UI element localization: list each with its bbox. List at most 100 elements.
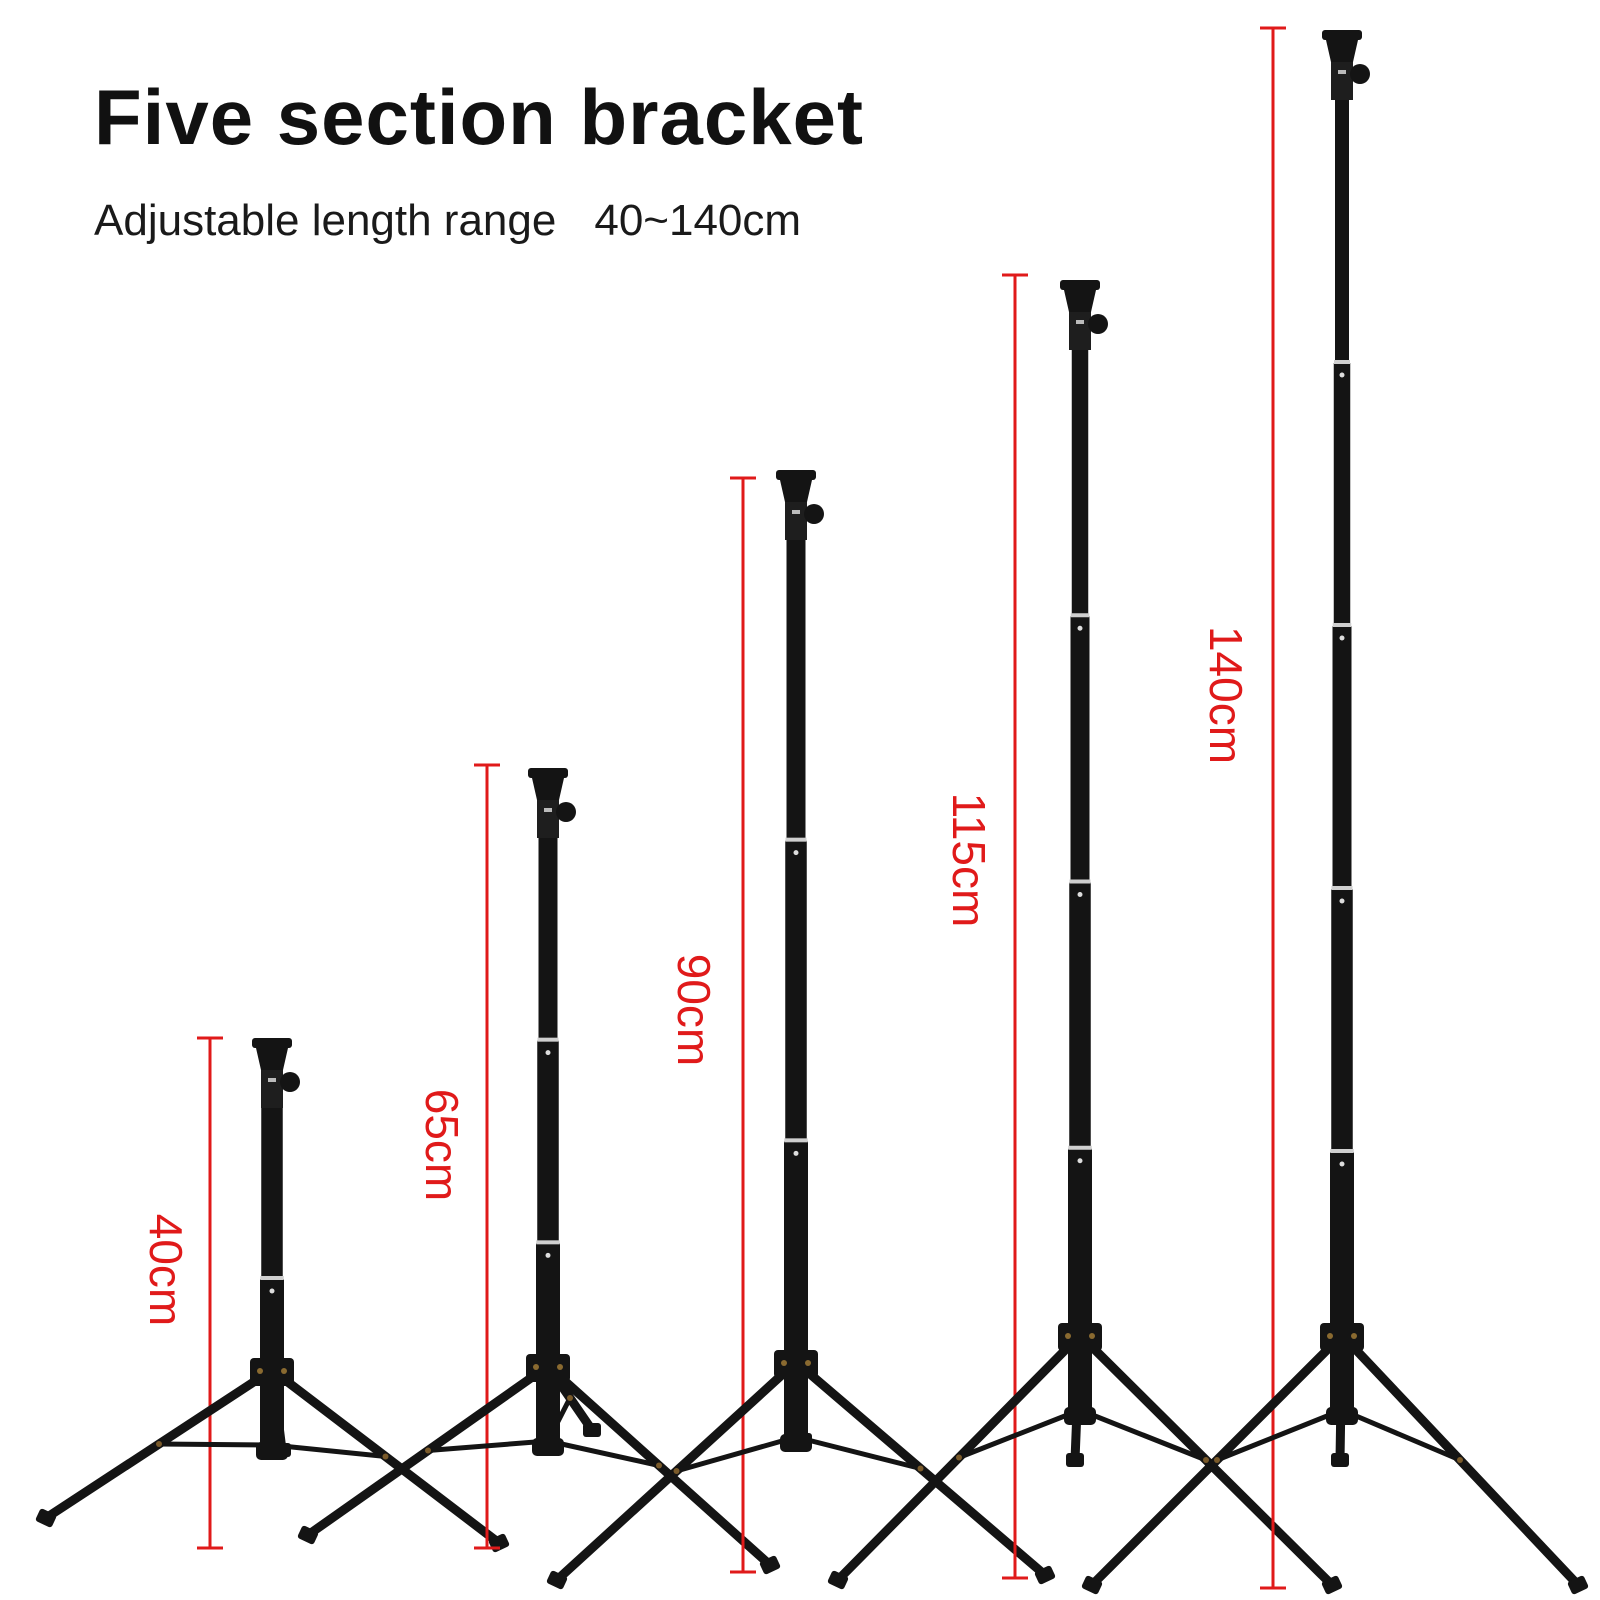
lock-pin (793, 850, 799, 856)
height-label: 140cm (1200, 626, 1252, 764)
height-measure-4: 115cm (943, 273, 1028, 1580)
tripod-stand-2: 65cm (297, 763, 781, 1575)
height-measure-2: 65cm (416, 763, 500, 1550)
mount-cone (1326, 40, 1358, 62)
leg-foot (35, 1508, 57, 1528)
column-section (785, 840, 807, 1144)
center-column (774, 540, 818, 1452)
height-label: 40cm (140, 1214, 192, 1326)
hub-rivet (805, 1360, 811, 1366)
leg-brace (158, 1441, 273, 1448)
lock-pin (1077, 1158, 1083, 1164)
column-section (1070, 616, 1090, 885)
leg-hub-collar (250, 1358, 294, 1386)
hub-rivet (1065, 1333, 1071, 1339)
lock-pin (1077, 892, 1083, 897)
section-joint (1331, 886, 1353, 890)
lock-pin (793, 1150, 799, 1156)
hub-rivet (533, 1364, 539, 1370)
column-section (538, 838, 558, 1043)
leg-brace (1079, 1407, 1207, 1463)
brace-rivet (156, 1441, 162, 1447)
lock-pin (1339, 635, 1345, 641)
leg-foot (583, 1423, 601, 1437)
hub-rivet (1351, 1333, 1357, 1339)
leg-brace (675, 1434, 797, 1474)
section-joint (1068, 1145, 1092, 1150)
column-section (1331, 889, 1353, 1154)
leg-foot (1066, 1453, 1084, 1467)
tripod-stand-3: 90cm (546, 470, 1056, 1590)
mount-head (528, 768, 576, 838)
column-section (537, 1040, 559, 1246)
tripod-stand-4: 115cm (827, 273, 1343, 1595)
brace-rivet (1457, 1457, 1463, 1463)
hub-rivet (1327, 1333, 1333, 1339)
brace-rivet (917, 1465, 924, 1472)
center-column (1058, 350, 1102, 1425)
mount-neck (537, 800, 559, 838)
brace-rivet (567, 1395, 573, 1401)
leg-foot (1081, 1575, 1103, 1595)
mount-head (776, 470, 824, 540)
hub-rivet (281, 1368, 287, 1374)
brace-rivet (382, 1453, 389, 1460)
mount-marking (792, 510, 800, 514)
column-section (1330, 1152, 1354, 1417)
leg-foot (1034, 1565, 1056, 1585)
column-section (786, 540, 806, 843)
mount-neck (1069, 312, 1091, 350)
lock-knob-icon (1088, 314, 1108, 334)
leg-brace (1341, 1407, 1461, 1463)
column-section (536, 1243, 560, 1448)
mount-plate (252, 1038, 292, 1048)
height-measure-5: 140cm (1200, 26, 1286, 1590)
mount-neck (1331, 62, 1353, 100)
lock-pin (545, 1252, 551, 1258)
mount-cone (256, 1048, 288, 1070)
height-measure-3: 90cm (668, 476, 756, 1574)
leg-brace (547, 1438, 660, 1468)
leg-hub-collar (526, 1354, 570, 1382)
page-title: Five section bracket (94, 73, 864, 161)
leg-foot (1567, 1575, 1589, 1595)
column-base-cap (1326, 1407, 1358, 1425)
lock-pin (1077, 625, 1083, 631)
mount-plate (528, 768, 568, 778)
leg-hub-collar (1320, 1323, 1364, 1351)
column-base-cap (532, 1438, 564, 1456)
column-section (1333, 363, 1351, 628)
leg-brace (427, 1438, 549, 1453)
leg-foot (1321, 1575, 1343, 1595)
hub-rivet (557, 1364, 563, 1370)
section-joint (1330, 1149, 1354, 1153)
section-joint (537, 1037, 559, 1042)
lock-knob-icon (556, 802, 576, 822)
brace-rivet (425, 1447, 431, 1454)
section-joint (1070, 613, 1090, 618)
center-column (1320, 100, 1364, 1425)
mount-cone (532, 778, 564, 800)
height-label: 90cm (668, 954, 720, 1066)
lock-knob-icon (280, 1072, 300, 1092)
mount-neck (261, 1070, 283, 1108)
lock-pin (1339, 372, 1345, 378)
length-range: 40~140cm (594, 196, 802, 245)
column-section (1071, 350, 1089, 619)
brace-rivet (1203, 1457, 1209, 1463)
brace-rivet (673, 1468, 680, 1474)
brace-rivet (656, 1462, 662, 1469)
section-joint (1334, 360, 1350, 364)
lock-knob-icon (1350, 64, 1370, 84)
mount-head (1060, 280, 1108, 350)
leg-brace (1216, 1407, 1343, 1463)
section-joint (1069, 879, 1091, 884)
leg-foot (297, 1525, 319, 1545)
leg-foot (1331, 1453, 1349, 1467)
mount-head (252, 1038, 300, 1108)
height-measure-1: 40cm (140, 1036, 223, 1550)
leg-brace (958, 1407, 1081, 1460)
height-label: 115cm (943, 793, 995, 928)
section-joint (784, 1138, 808, 1143)
